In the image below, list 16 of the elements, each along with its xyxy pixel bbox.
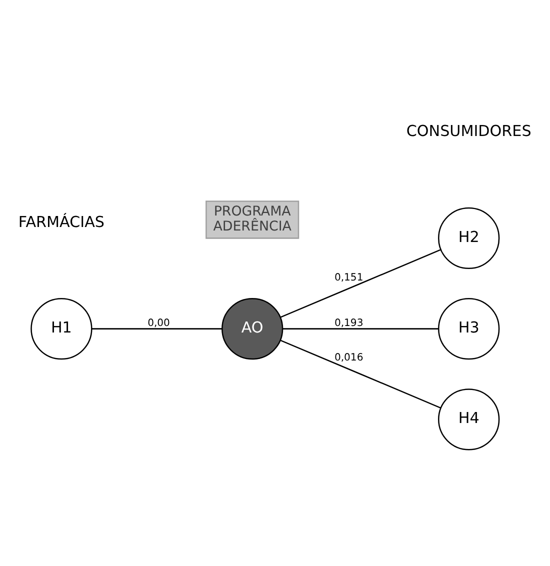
node-circle: H1 xyxy=(30,297,92,360)
edge-label: 0,193 xyxy=(334,317,364,328)
connector xyxy=(92,328,222,329)
node-box: PROGRAMA ADERÊNCIA xyxy=(206,200,300,238)
connector xyxy=(280,339,441,408)
edge-label: 0,016 xyxy=(334,352,364,363)
edge-label: 0,151 xyxy=(334,272,364,284)
node-circle: AO xyxy=(222,297,284,360)
label: FARMÁCIAS xyxy=(18,212,104,230)
label: CONSUMIDORES xyxy=(406,122,532,140)
node-circle: H2 xyxy=(438,206,500,269)
node-circle: H4 xyxy=(438,388,500,450)
connector xyxy=(280,248,441,318)
edge-label: 0,00 xyxy=(148,317,170,328)
node-circle: H3 xyxy=(438,297,500,360)
connector xyxy=(282,328,439,329)
